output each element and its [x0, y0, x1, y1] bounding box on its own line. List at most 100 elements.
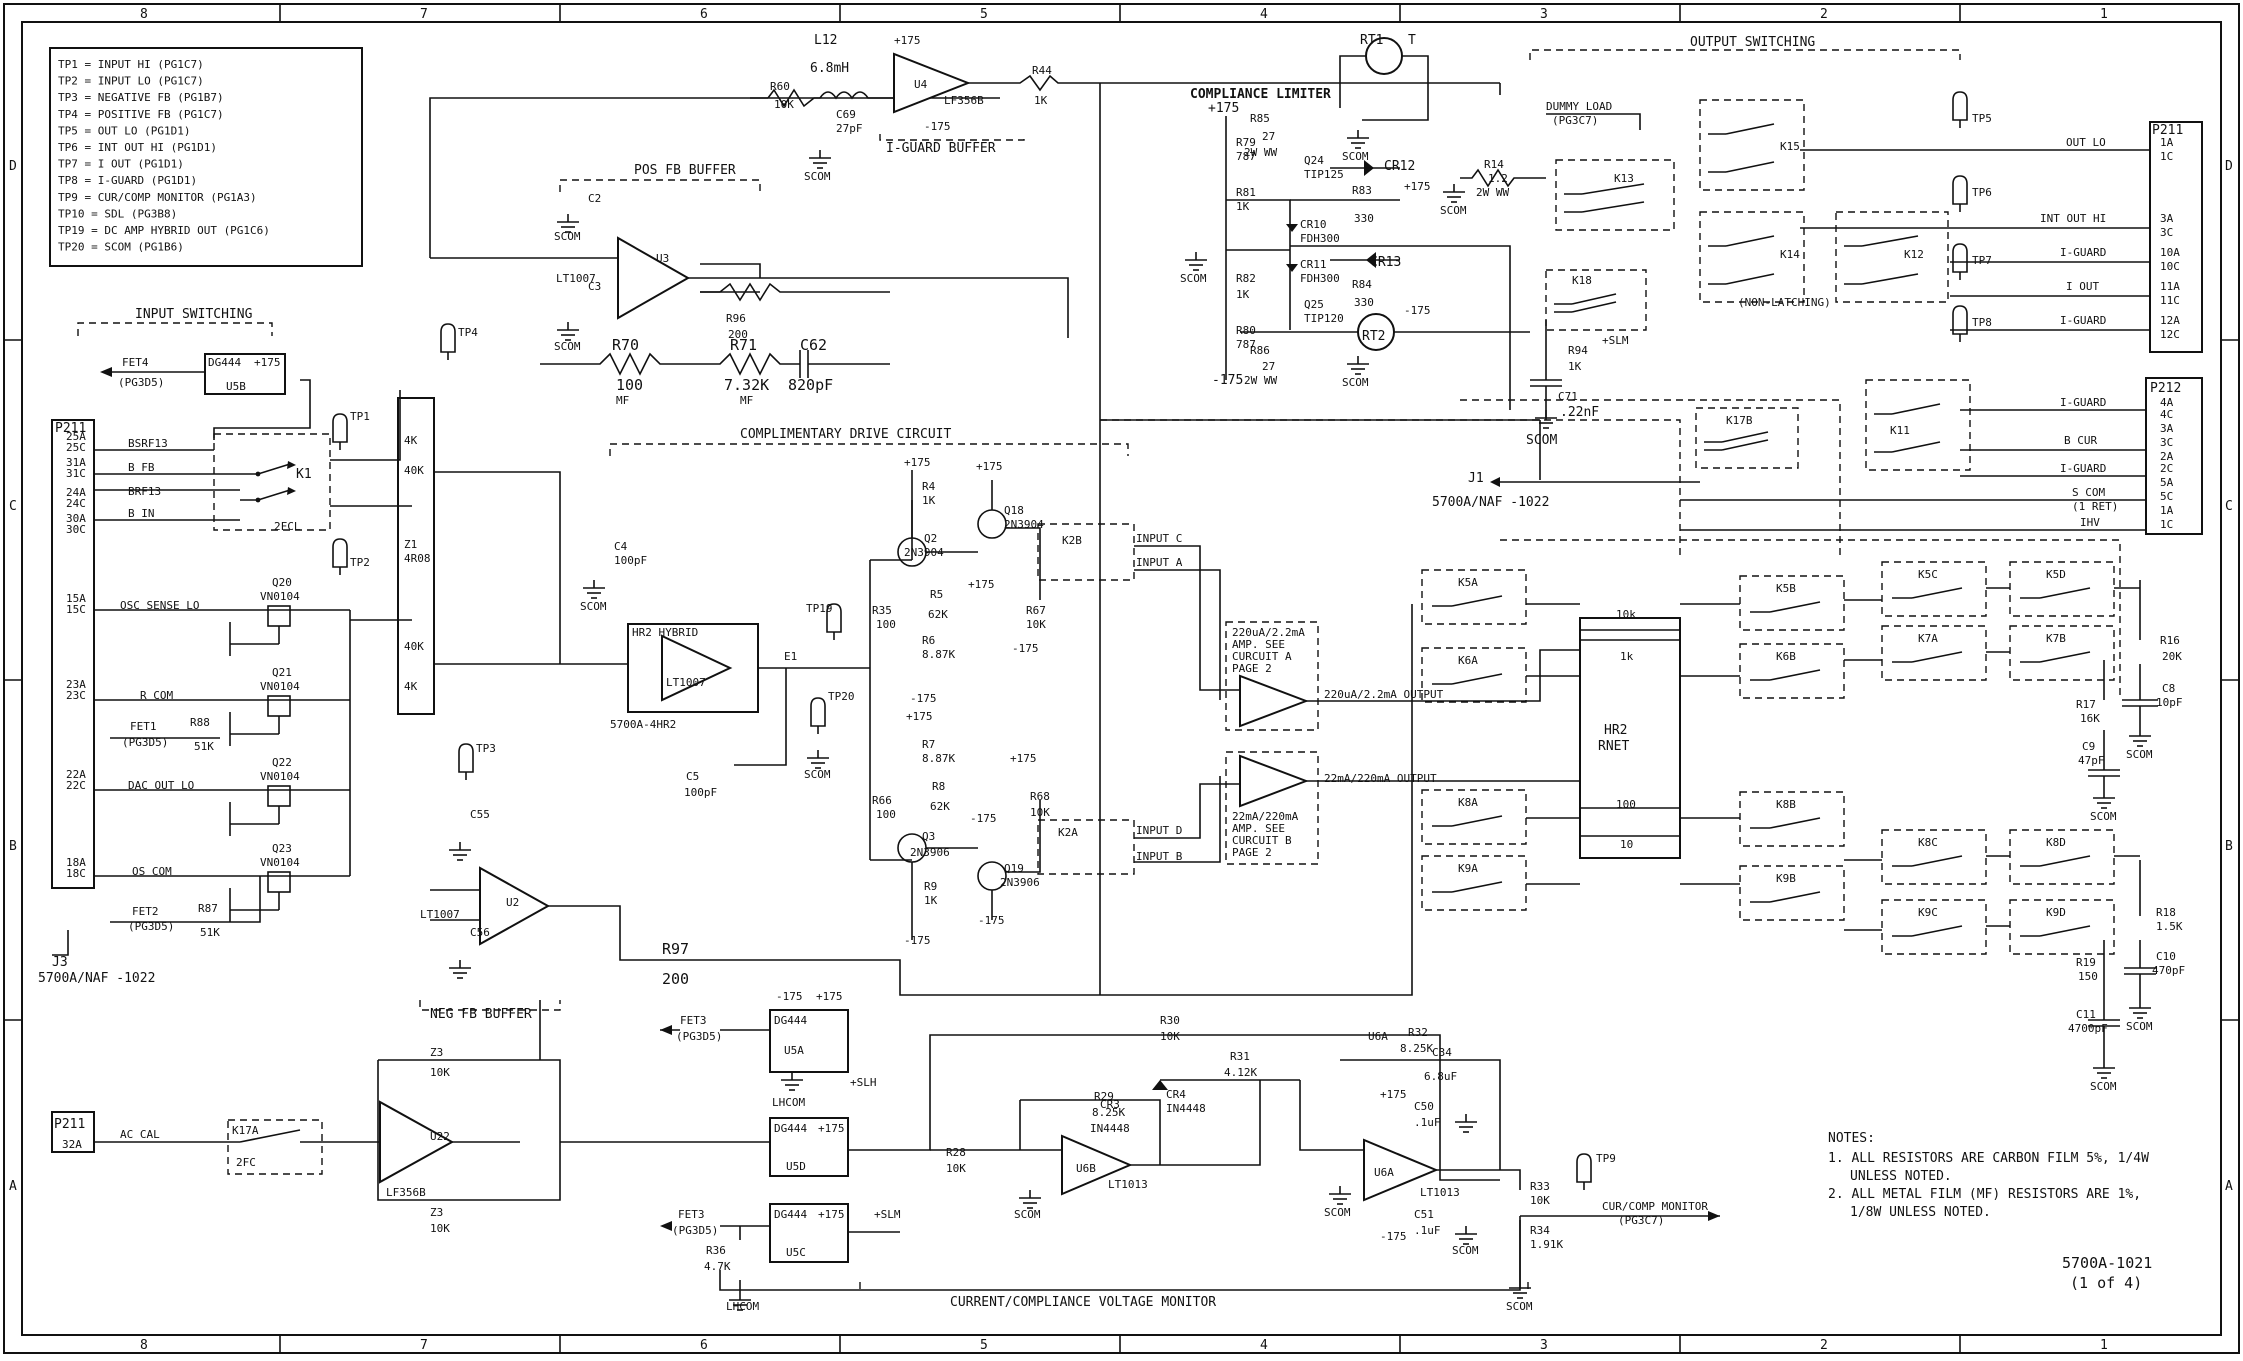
r70-label: R70: [612, 336, 639, 354]
p212-pin: 5C: [2160, 490, 2173, 503]
p211-pin: 25C: [66, 441, 86, 454]
notes-list: 1. ALL RESISTORS ARE CARBON FILM 5%, 1/4…: [1828, 1151, 2149, 1220]
k1-relay-box: [213, 433, 331, 531]
legend-line: TP3 = NEGATIVE FB (PG1B7): [58, 91, 224, 104]
tp6-label: TP6: [1972, 186, 1992, 199]
fet1-label: FET1: [130, 720, 157, 733]
range-relay-box: [1421, 569, 1527, 625]
p211-right-pin: 3C: [2160, 226, 2173, 239]
p211-right-name: P211: [2152, 123, 2183, 138]
q18-supply: +175: [976, 460, 1003, 473]
q19-part: 2N3906: [1000, 876, 1040, 889]
u4-supply-neg: -175: [924, 120, 951, 133]
range-relay-label: K6A: [1458, 654, 1478, 667]
q3-part: 2N3906: [910, 846, 950, 859]
j1-part: 5700A/NAF -1022: [1432, 495, 1549, 510]
zone-bottom-4: 4: [1260, 1338, 1268, 1353]
cr10-part: FDH300: [1300, 232, 1340, 245]
zone-bottom-2: 2: [1820, 1338, 1828, 1353]
svg-text:T: T: [1408, 33, 1416, 48]
u22-opamp: [379, 1100, 455, 1184]
k1-label: K1: [296, 467, 312, 482]
r18-val: 1.5K: [2156, 920, 2183, 933]
r83-label: R83: [1352, 184, 1372, 197]
output-relays: [1100, 99, 2121, 700]
r67-label: R67: [1026, 604, 1046, 617]
r4-val: 1K: [922, 494, 936, 507]
amp-a-line: AMP. SEE: [1232, 638, 1285, 651]
range-relay-label: K8C: [1918, 836, 1938, 849]
legend-line: TP19 = DC AMP HYBRID OUT (PG1C6): [58, 224, 270, 237]
rt2-label: RT2: [1362, 329, 1385, 344]
r86-w: 2W WW: [1244, 374, 1277, 387]
legend-line: TP5 = OUT LO (PG1D1): [58, 124, 190, 137]
range-relay-label: K5B: [1776, 582, 1796, 595]
u5a-dg: DG444: [774, 1014, 807, 1027]
z1-label: Z1: [404, 538, 417, 551]
notes-heading: NOTES:: [1828, 1131, 1875, 1146]
r97-val: 200: [662, 970, 689, 988]
r94-val: 1K: [1568, 360, 1582, 373]
fet-label: Q22: [272, 756, 292, 769]
p211-pin: 30C: [66, 523, 86, 536]
cl-scom3: SCOM: [1342, 376, 1369, 389]
r14-label: R14: [1484, 158, 1504, 171]
r66-label: R66: [872, 794, 892, 807]
p212-name: P212: [2150, 381, 2181, 396]
zone-bottom-3: 3: [1540, 1338, 1548, 1353]
p211-pin: 23C: [66, 689, 86, 702]
hr2-rnet: [1579, 617, 1681, 859]
sig-dac-out-lo: DAC OUT LO: [128, 779, 194, 792]
range-relay-box: [2009, 561, 2115, 617]
relay-box: [1835, 211, 1949, 303]
relay-box: [1865, 379, 1971, 471]
r17-label: R17: [2076, 698, 2096, 711]
fet-part: VN0104: [260, 856, 300, 869]
fet-part: VN0104: [260, 590, 300, 603]
r82-val: 1K: [1236, 288, 1250, 301]
r19-label: R19: [2076, 956, 2096, 969]
r70-mf: MF: [616, 394, 629, 407]
r66-val: 100: [876, 808, 896, 821]
r34-val: 1.91K: [1530, 1238, 1563, 1251]
r7-supply: +175: [906, 710, 933, 723]
range-relay-label: K6B: [1776, 650, 1796, 663]
cur-comp-monitor-title: CURRENT/COMPLIANCE VOLTAGE MONITOR: [950, 1295, 1216, 1310]
p211-pin: 23A: [66, 678, 86, 691]
u3-scom: SCOM: [554, 230, 581, 243]
legend-line: TP7 = I OUT (PG1D1): [58, 158, 184, 171]
fet2-ref: (PG3D5): [128, 920, 174, 933]
r29-val: 8.25K: [1092, 1106, 1125, 1119]
u6a-supply-neg: -175: [1380, 1230, 1407, 1243]
c10-label: C10: [2156, 950, 2176, 963]
compliance-limiter-title: COMPLIANCE LIMITER: [1190, 87, 1331, 102]
z3-bot-val: 10K: [430, 1222, 450, 1235]
c3-label: C3: [588, 280, 601, 293]
u5a-lhcom: LHCOM: [772, 1096, 805, 1109]
r8-val: 62K: [930, 800, 950, 813]
range-relay-box: [1421, 855, 1527, 911]
p211-left-pins: 25A25C31A31C24A24C30A30C15A15C23A23C22A2…: [66, 430, 86, 880]
legend-line: TP4 = POSITIVE FB (PG1C7): [58, 108, 224, 121]
range-relay-box: [1739, 575, 1845, 631]
sig-r-com: R COM: [140, 689, 173, 702]
c9-val: 47pF: [2078, 754, 2105, 767]
note-line: 1/8W UNLESS NOTED.: [1850, 1205, 1991, 1220]
p211-pin: 15C: [66, 603, 86, 616]
sig-bsrf13: BSRF13: [128, 437, 168, 450]
u6a-part: LT1013: [1420, 1186, 1460, 1199]
tp9-label: TP9: [1596, 1152, 1616, 1165]
z1-val: 4R08: [404, 552, 431, 565]
r60-val: 10K: [774, 98, 794, 111]
q2-part: 2N3904: [904, 546, 944, 559]
tp20-scom: SCOM: [804, 768, 831, 781]
rt1-label: RT1: [1360, 33, 1383, 48]
u5d-switch: [769, 1117, 849, 1177]
zone-top-8: 8: [140, 7, 148, 22]
u5d-supply: +175: [818, 1122, 845, 1135]
r68-label: R68: [1030, 790, 1050, 803]
c69-label: C69: [836, 108, 856, 121]
k2b-box: [1037, 523, 1135, 581]
